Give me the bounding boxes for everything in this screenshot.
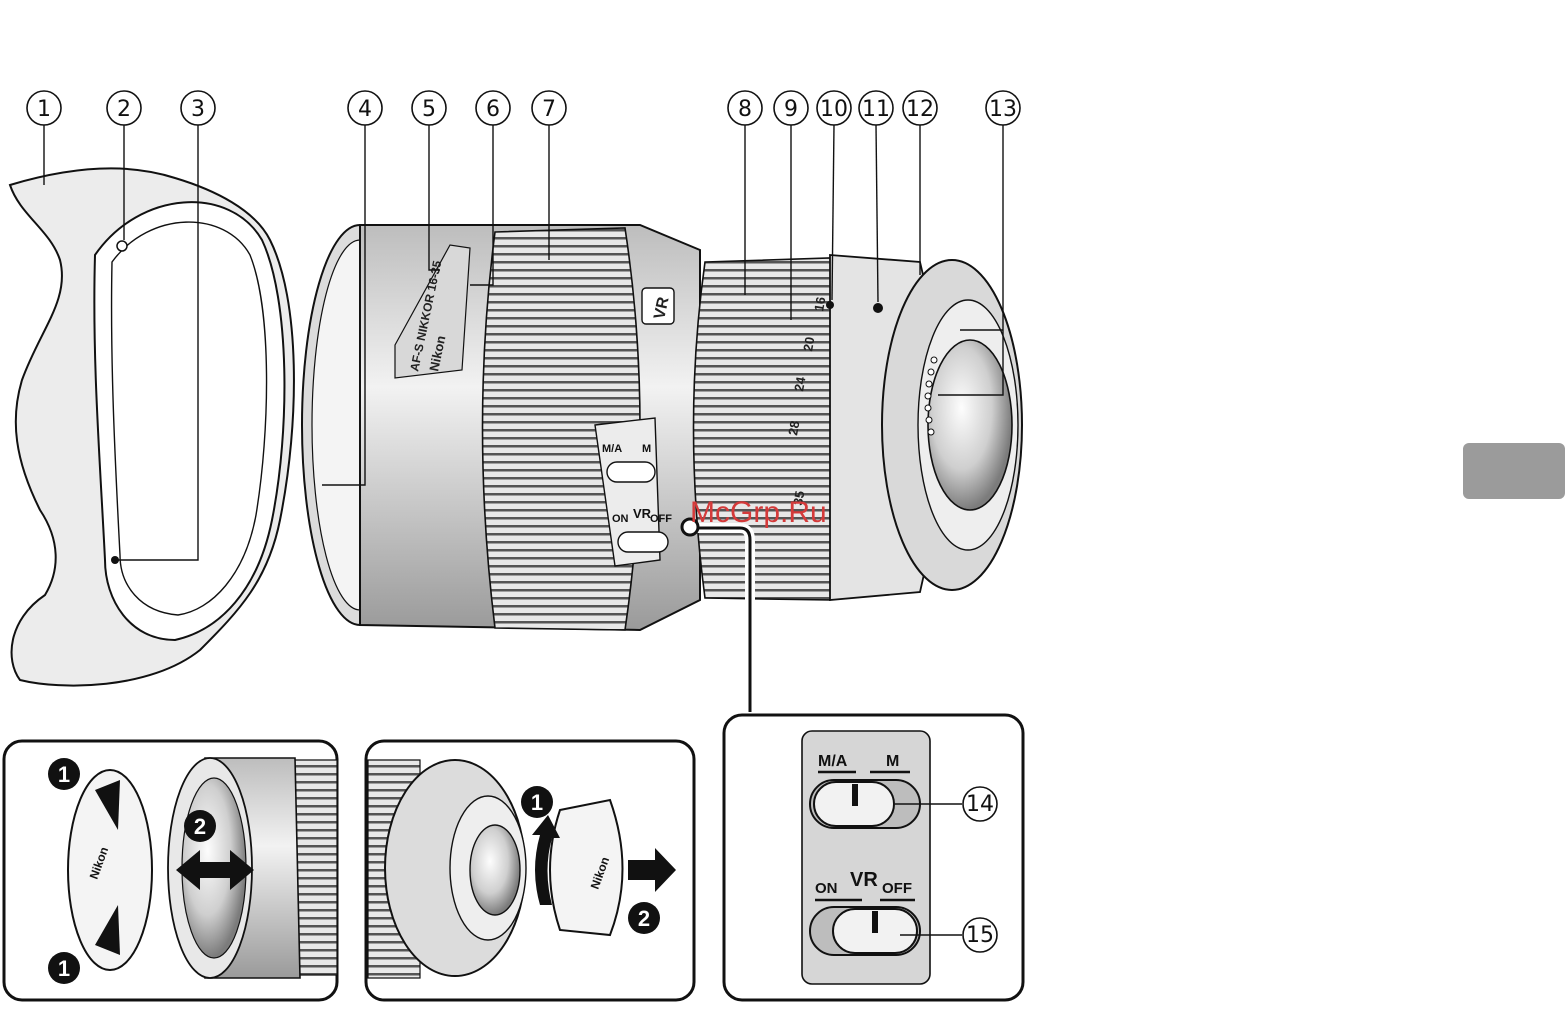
callout-8: 8 [728, 91, 762, 125]
inset-front-cap: Nikon 1 1 2 [4, 741, 337, 1000]
svg-text:1: 1 [58, 956, 70, 981]
inset-rear-cap: Nikon 1 2 [366, 741, 694, 1000]
svg-text:9: 9 [784, 97, 798, 122]
lens-vr-switch[interactable] [618, 532, 668, 552]
callout-5: 5 [412, 91, 446, 125]
svg-text:M/A: M/A [818, 753, 848, 770]
hood-mounting-index-icon [117, 241, 127, 251]
callout-row: 1 2 3 4 5 6 7 8 9 10 11 12 13 [27, 91, 1020, 125]
svg-text:28: 28 [785, 420, 802, 437]
svg-text:5: 5 [422, 97, 436, 122]
inset-switches: M/A M ON VR OFF 14 15 [724, 715, 1023, 1000]
svg-text:13: 13 [989, 97, 1017, 122]
callout-7: 7 [532, 91, 566, 125]
svg-text:VR: VR [633, 506, 652, 521]
svg-text:1: 1 [531, 790, 543, 815]
svg-text:14: 14 [966, 792, 994, 817]
lens-hood [10, 168, 294, 685]
svg-text:VR: VR [850, 869, 878, 891]
rear-cap [550, 800, 623, 935]
lens-body: AF-S NIKKOR 16-35 Nikon VR 16 20 24 28 3… [302, 225, 1022, 630]
callout-10: 10 [817, 91, 851, 125]
svg-text:OFF: OFF [882, 880, 912, 897]
svg-text:ON: ON [612, 513, 629, 525]
callout-11: 11 [859, 91, 893, 125]
callout-12: 12 [903, 91, 937, 125]
svg-text:2: 2 [638, 906, 650, 931]
callout-13: 13 [986, 91, 1020, 125]
svg-text:4: 4 [358, 97, 372, 122]
watermark: McGrp.Ru [690, 496, 827, 529]
svg-text:20: 20 [800, 336, 817, 353]
callout-9: 9 [774, 91, 808, 125]
svg-text:11: 11 [862, 97, 890, 122]
svg-text:7: 7 [542, 97, 556, 122]
svg-text:2: 2 [194, 814, 206, 839]
callout-6: 6 [476, 91, 510, 125]
svg-text:M/A: M/A [602, 443, 622, 455]
svg-text:6: 6 [486, 97, 500, 122]
callout-1: 1 [27, 91, 61, 125]
callout-4: 4 [348, 91, 382, 125]
svg-text:15: 15 [966, 923, 994, 948]
mounting-index-icon [873, 303, 883, 313]
svg-text:16: 16 [811, 296, 828, 313]
svg-text:2: 2 [117, 97, 131, 122]
svg-text:OFF: OFF [650, 513, 672, 525]
callout-3: 3 [181, 91, 215, 125]
lens-focus-mode-switch[interactable] [607, 462, 655, 482]
svg-text:1: 1 [37, 97, 51, 122]
svg-text:M: M [886, 753, 899, 770]
svg-text:12: 12 [906, 97, 934, 122]
svg-text:1: 1 [58, 762, 70, 787]
svg-text:10: 10 [820, 97, 848, 122]
svg-text:3: 3 [191, 97, 205, 122]
svg-text:ON: ON [815, 880, 838, 897]
section-tab [1463, 443, 1565, 499]
callout-2: 2 [107, 91, 141, 125]
callout-15: 15 [963, 918, 997, 952]
callout-14: 14 [963, 787, 997, 821]
rear-glass [928, 340, 1012, 510]
hood-lock-index-icon [111, 556, 119, 564]
svg-text:M: M [642, 443, 651, 455]
svg-text:8: 8 [738, 97, 752, 122]
